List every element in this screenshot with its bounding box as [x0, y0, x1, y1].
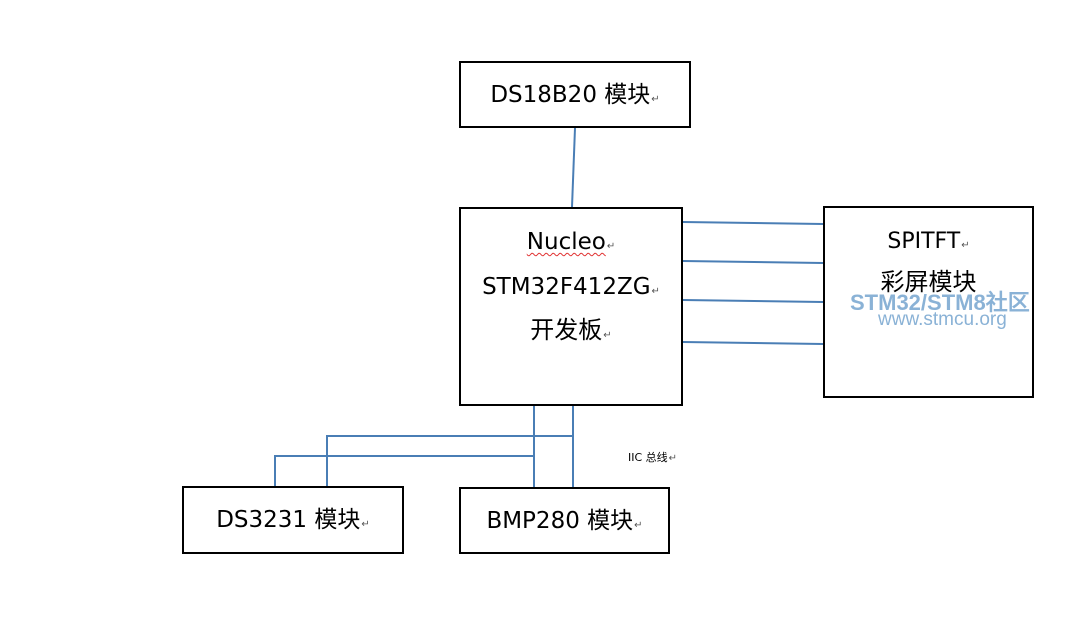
- bmp280-module-label: BMP280 模块↵: [486, 508, 643, 534]
- nucleo-board-label-line2: STM32F412ZG↵: [482, 274, 660, 300]
- ds3231-module-label: DS3231 模块↵: [216, 507, 370, 533]
- iic-bus-line-to-ds3231-a: [326, 435, 573, 486]
- bmp280-module-box: [459, 487, 670, 554]
- spitft-module-label-line2: 彩屏模块: [880, 268, 977, 296]
- nucleo-to-spitft-line-2: [682, 260, 824, 264]
- ds3231-module-box: [182, 486, 404, 554]
- return-mark: ↵: [651, 94, 660, 105]
- ds18b20-module-label: DS18B20 模块↵: [490, 82, 660, 108]
- nucleo-board-label-line3: 开发板↵: [530, 316, 612, 344]
- spitft-module-box: [823, 206, 1034, 398]
- nucleo-to-spitft-line-1: [682, 221, 824, 225]
- watermark-url: www.stmcu.org: [878, 309, 1007, 330]
- ds18b20-module-box: [459, 61, 691, 128]
- ds18b20-to-nucleo-line: [571, 127, 576, 208]
- iic-bus-label: IIC 总线↵: [628, 451, 678, 464]
- iic-bus-line-to-ds3231-b: [274, 455, 534, 486]
- nucleo-board-box: [459, 207, 683, 406]
- spitft-module-label-line1: SPITFT↵: [887, 229, 970, 254]
- nucleo-board-label-line1: Nucleo↵: [526, 229, 616, 255]
- watermark-title: STM32/STM8社区: [850, 290, 1030, 315]
- nucleo-to-spitft-line-4: [682, 341, 824, 345]
- nucleo-to-spitft-line-3: [682, 299, 824, 303]
